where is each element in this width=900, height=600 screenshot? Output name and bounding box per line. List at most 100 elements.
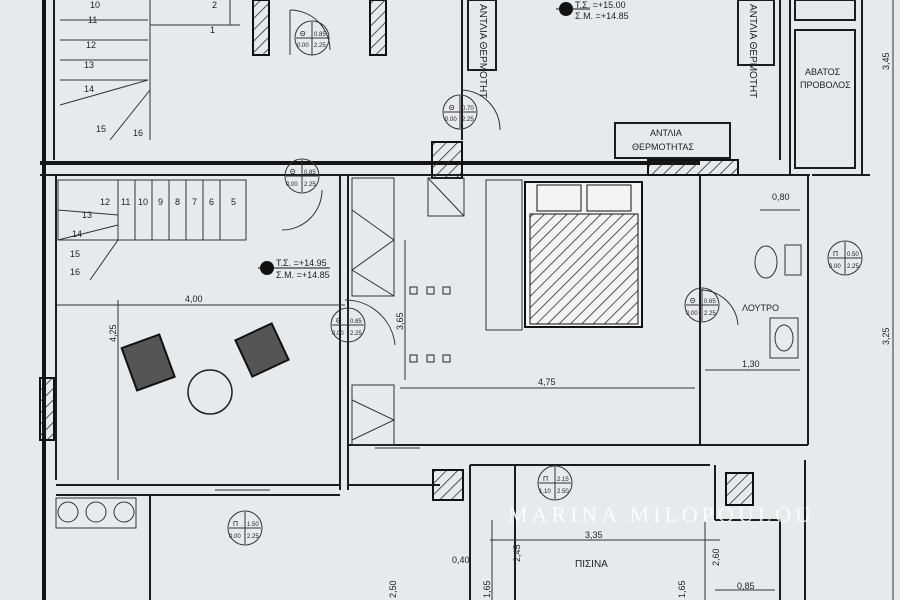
plan-text: 4,25 <box>108 324 118 342</box>
plan-text: 2,60 <box>711 548 721 566</box>
plan-text: 0.00 <box>286 182 298 188</box>
stair-number: 2 <box>212 0 217 10</box>
plan-text: 4,75 <box>538 377 556 387</box>
door-tag: Θ 0.85 0.00 2.25 <box>284 158 320 194</box>
stair-number: 6 <box>209 197 214 207</box>
plan-text: 2.25 <box>247 534 259 540</box>
stair-number: 11 <box>88 15 97 25</box>
stair-number: 12 <box>100 197 110 207</box>
plan-text: Θ <box>690 298 696 305</box>
window-tag: Π 2.15 1.10 2.50 <box>537 465 573 501</box>
stair-number: 1 <box>210 25 215 35</box>
plan-text: Τ.Σ. =+14.95 <box>276 258 327 268</box>
plan-text: 1.10 <box>539 489 551 495</box>
plan-text: 0.00 <box>829 264 841 270</box>
level-markers: Τ.Σ. =+15.00 Σ.Μ. =+14.85 Τ.Σ. =+14.95 Σ… <box>258 0 629 280</box>
stair-number: 5 <box>231 197 236 207</box>
watermark: MARINA MILOPOULOU <box>508 502 815 527</box>
plan-text: 2,45 <box>512 544 522 562</box>
room-labels: ΑΝΤΛΙΑ ΘΕΡΜΟΤΗΤ ΑΝΤΛΙΑ ΘΕΡΜΟΤΗΤ ΑΝΤΛΙΑ Θ… <box>477 4 851 570</box>
plan-text: 0.85 <box>304 170 316 176</box>
plan-text: Θ <box>449 105 455 112</box>
plan-text: 1,65 <box>677 580 687 598</box>
projection-label: ΑΒΑΤΟΣ <box>805 67 841 77</box>
stair-number: 13 <box>84 60 94 70</box>
stair-number: 16 <box>70 267 80 277</box>
door-tag: Θ 0.65 0.00 2.25 <box>684 287 720 323</box>
plan-text: 4,00 <box>185 294 203 304</box>
stair-number: 10 <box>90 0 100 10</box>
plan-text: 2.25 <box>304 182 316 188</box>
stair-number: 7 <box>192 197 197 207</box>
plan-text: 2.25 <box>462 117 474 123</box>
plan-text: Θ <box>336 318 342 325</box>
heat-pump-label: ΘΕΡΜΟΤΗΤΑΣ <box>632 142 694 152</box>
window-tag: Π 0.50 0.00 2.25 <box>827 240 863 276</box>
stair-number: 9 <box>158 197 163 207</box>
plan-text: 0,40 <box>452 555 470 565</box>
plan-text: Θ <box>300 31 306 38</box>
door-tag: Θ 0.85 0.00 2.25 <box>330 307 366 343</box>
plan-text: 2.25 <box>847 264 859 270</box>
plan-text: 2.25 <box>704 311 716 317</box>
plan-text: 2.25 <box>350 331 362 337</box>
plan-text: 0.00 <box>332 331 344 337</box>
window-tag: Π 1.50 0.00 2.25 <box>227 510 263 546</box>
plan-text: 0,85 <box>737 581 755 591</box>
plan-text: 2.15 <box>557 477 569 483</box>
furniture <box>55 244 802 529</box>
heat-pump-label: ΑΝΤΛΙΑ ΘΕΡΜΟΤΗΤ <box>747 4 758 98</box>
plan-text: 0.85 <box>350 319 362 325</box>
plan-text: 3,35 <box>585 530 603 540</box>
pool-label: ΠΙΣΙΝΑ <box>575 559 608 570</box>
plan-text: 2,50 <box>388 580 398 598</box>
stair-number: 14 <box>84 84 94 94</box>
plan-text: 0.65 <box>704 299 716 305</box>
plan-text: 2.25 <box>314 43 326 49</box>
plan-text: 2.50 <box>557 489 569 495</box>
plan-text: Θ <box>290 169 296 176</box>
stair-number: 15 <box>70 249 80 259</box>
plan-text: 0.50 <box>847 252 859 258</box>
plan-text: Σ.Μ. =+14.85 <box>575 11 629 21</box>
projection-label: ΠΡΟΒΟΛΟΣ <box>800 80 851 90</box>
stair-number: 12 <box>86 40 96 50</box>
plan-text: 0.00 <box>297 43 309 49</box>
plan-text: Π <box>833 251 838 258</box>
plan-text: Π <box>233 521 238 528</box>
stair-number: 8 <box>175 197 180 207</box>
stairs-upper: 10 11 12 13 14 15 16 1 2 <box>59 0 240 141</box>
plan-text: 1.50 <box>247 522 259 528</box>
bed <box>485 179 643 331</box>
stairs-lower: 12 11 10 9 8 7 6 5 13 14 15 16 <box>57 179 247 281</box>
heat-pump-label: ΑΝΤΛΙΑ ΘΕΡΜΟΤΗΤ <box>477 4 488 98</box>
plan-text: 0.00 <box>686 311 698 317</box>
stair-number: 15 <box>96 124 106 134</box>
plan-text: Σ.Μ. =+14.85 <box>276 270 330 280</box>
plan-text: 3,45 <box>881 52 891 70</box>
stair-number: 10 <box>138 197 148 207</box>
plan-text: 0.85 <box>314 32 326 38</box>
stair-number: 11 <box>121 197 130 207</box>
walls <box>40 0 870 600</box>
dimensions: 3,45 0,80 3,25 1,30 4,75 3,65 4,00 4,25 … <box>57 0 894 600</box>
door-tag: Θ 0.85 0.00 2.25 <box>294 20 330 56</box>
stair-number: 13 <box>82 210 92 220</box>
plan-text: 3,65 <box>395 312 405 330</box>
plan-text: 0.70 <box>462 106 474 112</box>
plan-text: 3,25 <box>881 327 891 345</box>
plan-text: 1,65 <box>482 580 492 598</box>
plan-text: 0.00 <box>229 534 241 540</box>
stair-number: 16 <box>133 128 143 138</box>
stair-number: 14 <box>72 229 82 239</box>
plan-text: Τ.Σ. =+15.00 <box>575 0 626 10</box>
wardrobes <box>351 177 465 446</box>
columns <box>39 0 754 506</box>
bathroom-label: ΛΟΥΤΡΟ <box>742 303 779 313</box>
heat-pump-label: ΑΝΤΛΙΑ <box>650 128 682 138</box>
plan-text: 1,30 <box>742 359 760 369</box>
plan-text: 0,80 <box>772 192 790 202</box>
plan-text: Π <box>543 476 548 483</box>
